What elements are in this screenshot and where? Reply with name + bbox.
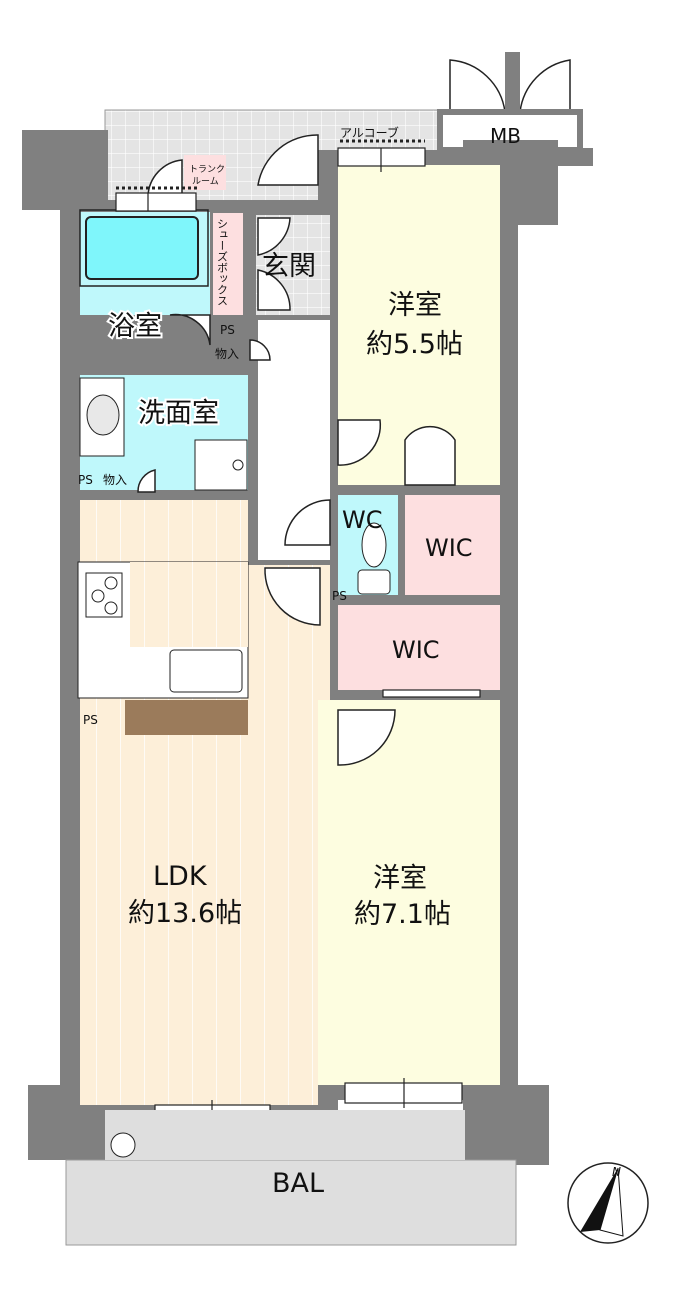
shoe-box	[213, 213, 243, 315]
trunk-room	[184, 155, 226, 190]
mb-doors	[449, 52, 571, 113]
label-entrance: 玄関	[262, 251, 316, 282]
label-alcove: アルコーブ	[340, 125, 399, 140]
drain-icon	[110, 1132, 136, 1158]
label-trunk-room-1: トランク	[189, 164, 225, 175]
label-shoe-box: シューズボックス	[216, 218, 229, 306]
label-western-2-size: 約7.1帖	[354, 899, 451, 930]
label-washroom: 洗面室	[138, 398, 219, 429]
label-storage-2: 物入	[103, 473, 127, 487]
label-bath: 浴室	[108, 311, 162, 342]
doors	[137, 134, 456, 766]
sink-icon	[86, 394, 120, 436]
label-ps-3: PS	[332, 589, 347, 603]
label-western-2-name: 洋室	[373, 863, 427, 894]
label-mb: MB	[490, 124, 521, 148]
label-western-1-size: 約5.5帖	[366, 329, 463, 360]
label-ps-4: PS	[83, 713, 98, 727]
label-wc: WC	[342, 506, 383, 534]
label-storage-1: 物入	[215, 347, 239, 361]
compass-label: N	[612, 1165, 621, 1179]
label-ps-2: PS	[78, 473, 93, 487]
balcony	[65, 1159, 517, 1246]
label-ps-1: PS	[220, 323, 235, 337]
label-wic-1: WIC	[425, 534, 473, 562]
label-trunk-room-2: ルーム	[192, 176, 219, 187]
label-wic-2: WIC	[392, 636, 440, 664]
room-wic-2	[338, 605, 500, 690]
label-ldk-name: LDK	[153, 861, 208, 892]
kitchen-back-counter	[125, 700, 248, 735]
label-balcony: BAL	[272, 1168, 324, 1199]
compass-icon: N	[567, 1162, 649, 1244]
room-wic-1	[405, 495, 500, 595]
label-western-1-name: 洋室	[388, 290, 442, 321]
bathtub	[85, 216, 199, 280]
kitchen-sink	[169, 649, 243, 693]
label-ldk-size: 約13.6帖	[128, 898, 242, 929]
toilet-icon	[357, 569, 391, 595]
